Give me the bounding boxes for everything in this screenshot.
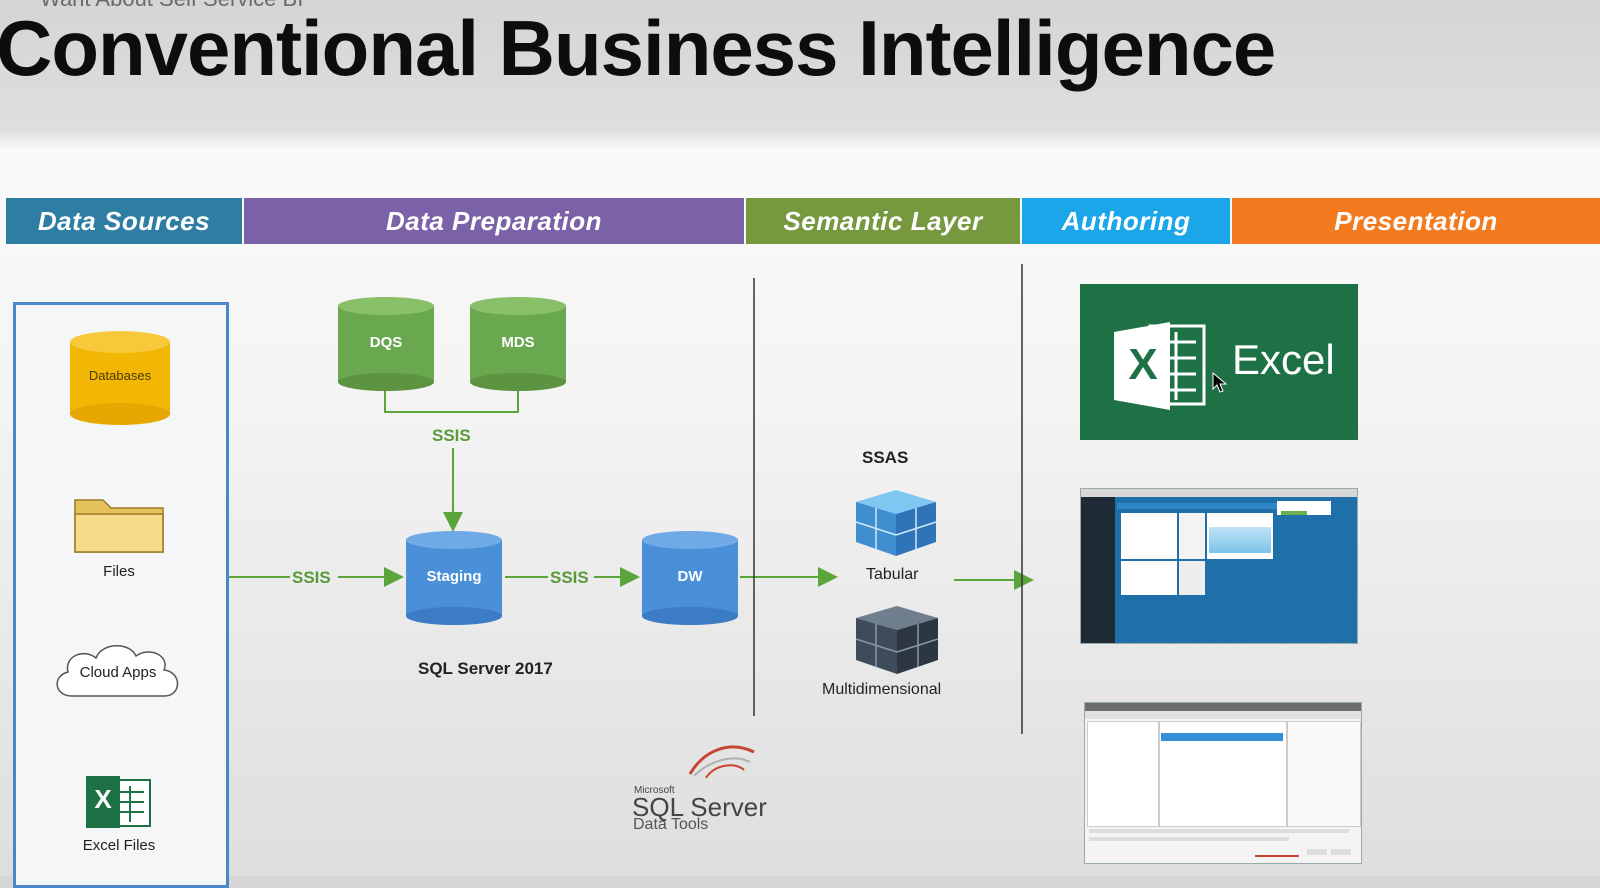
excel-tile-label: Excel xyxy=(1232,336,1335,383)
stage-banner-presentation: Presentation xyxy=(1232,198,1600,244)
excel-file-icon: X xyxy=(84,774,154,835)
header-cut-text: Want About Self Service BI xyxy=(40,0,303,12)
stage-banner-authoring: Authoring xyxy=(1022,198,1230,244)
ssdt-screenshot xyxy=(1084,702,1362,864)
sql-server-label: SQL Server 2017 xyxy=(418,659,553,678)
folder-icon xyxy=(73,494,165,559)
mouse-cursor-icon xyxy=(1212,371,1228,399)
databases-label: Databases xyxy=(88,368,152,383)
databases-cylinder: Databases xyxy=(68,330,172,426)
excel-files-label: Excel Files xyxy=(82,837,156,854)
excel-logo-letter: X xyxy=(1128,340,1158,389)
slide-title: Conventional Business Intelligence xyxy=(0,4,1276,92)
tabular-cube-icon xyxy=(852,488,940,563)
cloud-apps-label: Cloud Apps xyxy=(79,664,157,681)
multidimensional-cube-icon xyxy=(852,604,942,681)
excel-file-letter: X xyxy=(94,784,112,814)
stage-banner-data-sources: Data Sources xyxy=(6,198,242,244)
ssis-label-staging: SSIS xyxy=(550,568,589,587)
ssis-label-sources: SSIS xyxy=(292,568,331,587)
stage-banner-semantic-layer: Semantic Layer xyxy=(746,198,1020,244)
tabular-label: Tabular xyxy=(866,566,919,583)
stage-banner-data-preparation: Data Preparation xyxy=(244,198,744,244)
cloud-icon xyxy=(48,636,188,717)
dqs-label: DQS xyxy=(369,334,403,351)
excel-logo-icon: X xyxy=(1112,320,1208,415)
sql-server-logo-icon xyxy=(684,740,760,785)
ssas-label: SSAS xyxy=(862,448,909,467)
files-label: Files xyxy=(103,563,135,580)
dqs-cylinder: DQS xyxy=(336,296,436,392)
ssdt-sql-server-text: SQL Server xyxy=(632,792,767,822)
staging-cylinder: Staging xyxy=(404,530,504,626)
dw-label: DW xyxy=(677,568,703,585)
staging-label: Staging xyxy=(426,568,482,585)
multidimensional-label: Multidimensional xyxy=(822,681,942,698)
mds-cylinder: MDS xyxy=(468,296,568,392)
excel-tile: X Excel xyxy=(1080,284,1358,440)
dw-cylinder: DW xyxy=(640,530,740,626)
ssis-label-top: SSIS xyxy=(432,426,471,445)
ssdt-data-tools-text: Data Tools xyxy=(633,816,709,833)
ssdt-microsoft-text: Microsoft xyxy=(634,785,675,796)
dashboard-screenshot xyxy=(1080,488,1358,644)
mds-label: MDS xyxy=(501,334,535,351)
